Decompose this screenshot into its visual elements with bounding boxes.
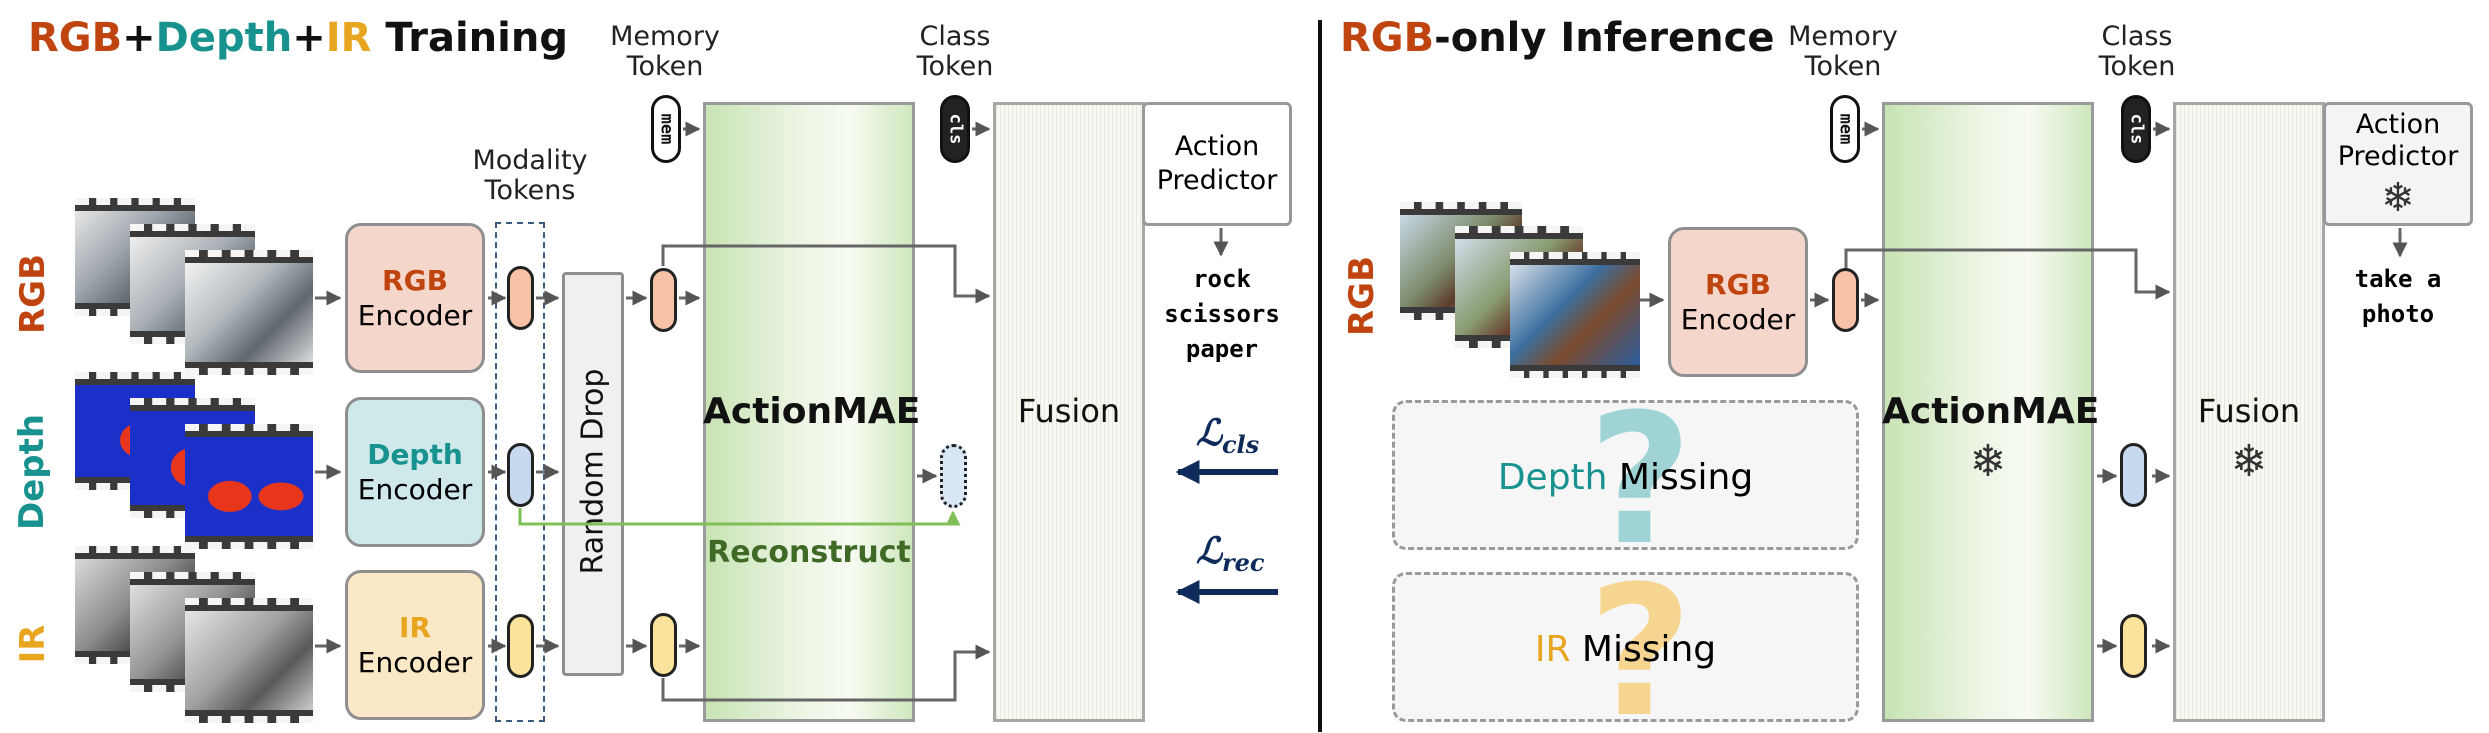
class-token-text: cls — [945, 113, 965, 145]
memory-token-label: Memory Token — [610, 21, 720, 82]
ir-missing-label: IR Missing — [1395, 629, 1856, 670]
actionmae-block — [703, 102, 915, 722]
title-plus: + — [122, 15, 156, 61]
modality-label-ir: IR — [13, 624, 53, 664]
loss-symbol: ℒ — [1196, 530, 1222, 572]
ir-token-inference — [2120, 614, 2147, 678]
loss-rec: ℒrec — [1196, 530, 1265, 578]
title-rgb: RGB — [1340, 15, 1435, 61]
missing-word: Missing — [1570, 629, 1717, 670]
encoder-label: Encoder — [357, 646, 473, 679]
title-rgb: RGB — [28, 15, 123, 61]
missing-modality: Depth — [1497, 457, 1608, 498]
random-drop-block — [562, 272, 624, 676]
actionmae-label-inference: ActionMAE — [1882, 391, 2100, 432]
fusion-block — [993, 102, 1145, 722]
modality-tokens-label: Modality Tokens — [472, 145, 588, 206]
modality-label-rgb: RGB — [13, 254, 53, 335]
question-mark-icon: ? — [1588, 400, 1693, 550]
rgb-frame — [1510, 252, 1640, 378]
fusion-label: Fusion — [1017, 392, 1121, 430]
encoder-modality: IR — [399, 611, 431, 644]
action-predictor-label: Action Predictor — [1156, 131, 1278, 196]
modality-label-rgb-inference: RGB — [1342, 256, 1382, 337]
encoder-label: Encoder — [1680, 303, 1796, 336]
title-rest: Training — [371, 15, 568, 61]
missing-modality: IR — [1534, 629, 1571, 670]
encoder-label: Encoder — [357, 299, 473, 332]
depth-frame — [185, 424, 313, 549]
random-drop-label: Random Drop — [575, 368, 611, 575]
ir-missing-box: ? IR Missing — [1392, 572, 1859, 722]
prediction-output: rock scissors paper — [1164, 265, 1280, 363]
depth-missing-label: Depth Missing — [1395, 457, 1856, 498]
memory-token-text: mem — [656, 113, 676, 145]
memory-token-label-inference: Memory Token — [1788, 21, 1898, 82]
actionmae-block-inference — [1882, 102, 2094, 722]
action-predictor-box: Action Predictor — [1142, 102, 1292, 226]
loss-subscript: rec — [1221, 548, 1265, 578]
inference-title: RGB-only Inference — [1340, 16, 1774, 60]
missing-word: Missing — [1607, 457, 1754, 498]
fusion-block-inference — [2173, 102, 2325, 722]
class-token: cls — [940, 95, 970, 163]
rgb-token-kept — [650, 268, 677, 332]
rgb-frame — [185, 250, 313, 375]
title-plus: + — [292, 15, 326, 61]
memory-token: mem — [651, 95, 681, 163]
encoder-modality: RGB — [382, 264, 448, 297]
title-rest: -only Inference — [1434, 15, 1775, 61]
reconstructed-depth-token — [940, 444, 967, 508]
snowflake-icon: ❄ — [2230, 436, 2268, 487]
action-predictor-box-inference: Action Predictor ❄ — [2323, 102, 2473, 226]
ir-modality-token — [507, 614, 534, 678]
snowflake-icon: ❄ — [2381, 175, 2415, 221]
loss-cls: ℒcls — [1196, 412, 1260, 460]
encoder-label: Encoder — [357, 473, 473, 506]
loss-symbol: ℒ — [1196, 412, 1222, 454]
depth-missing-box: ? Depth Missing — [1392, 400, 1859, 550]
encoder-modality: RGB — [1705, 268, 1771, 301]
question-mark-icon: ? — [1588, 572, 1693, 722]
reconstruct-label: Reconstruct — [707, 535, 911, 570]
class-token: cls — [2121, 95, 2151, 163]
rgb-modality-token — [507, 266, 534, 330]
modality-label-depth: Depth — [12, 413, 52, 530]
panel-divider — [1318, 20, 1322, 732]
title-depth: Depth — [155, 15, 293, 61]
prediction-output-inference: take a photo — [2354, 265, 2442, 328]
rgb-token-inference — [1832, 268, 1859, 332]
class-token-label: Class Token — [916, 21, 994, 82]
memory-token-text: mem — [1835, 113, 1855, 145]
action-predictor-label: Action Predictor — [2337, 109, 2459, 173]
title-ir: IR — [325, 15, 372, 61]
actionmae-label: ActionMAE — [703, 391, 921, 432]
class-token-label-inference: Class Token — [2098, 21, 2176, 82]
snowflake-icon: ❄ — [1969, 436, 2007, 487]
memory-token: mem — [1830, 95, 1860, 163]
depth-token-inference — [2120, 443, 2147, 507]
depth-modality-token — [507, 443, 534, 507]
loss-subscript: cls — [1221, 430, 1260, 460]
encoder-modality: Depth — [367, 438, 463, 471]
class-token-text: cls — [2126, 113, 2146, 145]
fusion-label-inference: Fusion — [2197, 392, 2301, 430]
training-title: RGB+Depth+IR Training — [28, 16, 568, 60]
ir-token-kept — [650, 613, 677, 677]
ir-frame — [185, 598, 313, 723]
